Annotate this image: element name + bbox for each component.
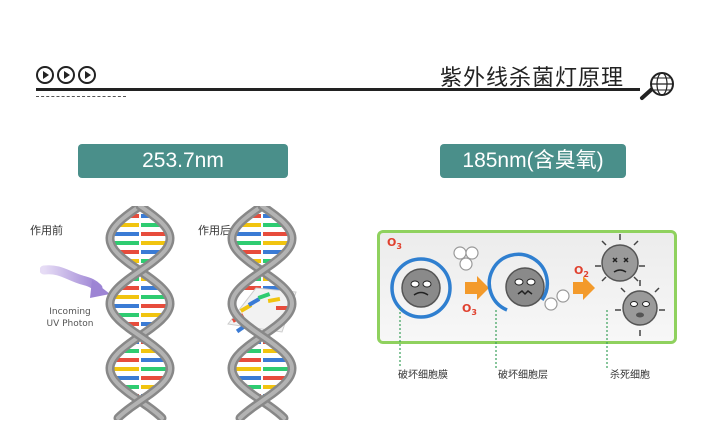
photon-label: Incoming UV Photon bbox=[46, 307, 94, 329]
dna-base-pair bbox=[110, 304, 139, 308]
dna-base-pair bbox=[141, 367, 170, 371]
dna-base-pair bbox=[114, 250, 139, 254]
after-label: 作用后 bbox=[198, 224, 231, 237]
caption-membrane: 破坏细胞膜 bbox=[398, 370, 448, 381]
page-title: 紫外线杀菌灯原理 bbox=[440, 66, 625, 91]
dna-base-pair bbox=[141, 241, 170, 245]
dna-base-pair bbox=[119, 385, 139, 389]
dna-base-pair bbox=[241, 385, 261, 389]
dna-base-pair bbox=[244, 349, 261, 353]
dna-base-pair bbox=[141, 286, 160, 290]
arrow-right-icon bbox=[36, 66, 54, 84]
dna-base-pair bbox=[122, 349, 139, 353]
dna-base-pair bbox=[141, 385, 161, 389]
wavelength-badge-185: 185nm(含臭氧) bbox=[440, 144, 626, 178]
dna-base-pair bbox=[111, 376, 139, 380]
dna-base-pair bbox=[233, 376, 261, 380]
dna-base-pair bbox=[263, 367, 292, 371]
arrow-right-icon bbox=[57, 66, 75, 84]
o3-label-top: O3 bbox=[387, 236, 402, 252]
dna-base-pair bbox=[263, 286, 282, 290]
dna-base-pair bbox=[128, 214, 139, 218]
dna-base-pair bbox=[120, 286, 139, 290]
magnifier-globe-icon bbox=[640, 72, 674, 100]
dna-base-pair bbox=[110, 367, 139, 371]
dna-base-pair bbox=[263, 385, 283, 389]
dna-base-pair bbox=[141, 349, 158, 353]
dna-base-pair bbox=[240, 223, 261, 227]
dna-base-pair bbox=[113, 358, 139, 362]
dna-base-pair bbox=[141, 313, 167, 317]
dna-base-pair bbox=[112, 295, 139, 299]
dna-base-pair bbox=[110, 241, 139, 245]
dna-backbone-highlight bbox=[107, 206, 173, 420]
dna-base-pair bbox=[263, 214, 274, 218]
dna-base-pair bbox=[111, 232, 139, 236]
dna-base-pair bbox=[232, 241, 261, 245]
dna-base-pair bbox=[141, 295, 168, 299]
dna-base-pair bbox=[141, 223, 162, 227]
before-label: 作用前 bbox=[30, 224, 63, 237]
dna-base-pair bbox=[263, 250, 288, 254]
dna-base-pair bbox=[242, 286, 261, 290]
caption-pointers bbox=[399, 308, 608, 368]
caption-kill: 杀死细胞 bbox=[610, 370, 650, 381]
dna-base-pair bbox=[250, 214, 261, 218]
dna-base-pair bbox=[141, 358, 167, 362]
dna-base-pair bbox=[113, 313, 139, 317]
dna-base-pair bbox=[141, 214, 152, 218]
dna-backbone-highlight bbox=[229, 206, 295, 420]
dna-base-pair bbox=[141, 376, 169, 380]
nav-arrows bbox=[36, 66, 96, 84]
dna-base-pair bbox=[141, 232, 169, 236]
dna-base-pair bbox=[263, 241, 292, 245]
dna-base-pair bbox=[141, 304, 170, 308]
arrow-right-icon bbox=[78, 66, 96, 84]
wavelength-badge-253: 253.7nm bbox=[78, 144, 288, 178]
dna-helix-before bbox=[105, 206, 175, 420]
dna-base-pair bbox=[236, 250, 261, 254]
dna-base-pair bbox=[118, 223, 139, 227]
header-dash-divider bbox=[36, 96, 126, 97]
dna-base-pair bbox=[263, 232, 291, 236]
dna-base-pair bbox=[263, 376, 291, 380]
dna-base-pair bbox=[263, 223, 284, 227]
dna-base-pair bbox=[232, 367, 261, 371]
dna-backbone-highlight bbox=[107, 206, 173, 420]
dna-base-pair bbox=[233, 232, 261, 236]
header-divider bbox=[36, 88, 640, 91]
o2-label: O2 bbox=[574, 264, 589, 280]
dna-helix-after bbox=[227, 206, 297, 420]
dna-base-pair bbox=[263, 358, 289, 362]
uv-photon-arrow-icon bbox=[40, 265, 110, 298]
cell-diagram bbox=[390, 234, 665, 336]
dna-base-pair bbox=[235, 358, 261, 362]
caption-layer: 破坏细胞层 bbox=[498, 370, 548, 381]
dna-base-pair bbox=[141, 250, 166, 254]
dna-backbone-highlight bbox=[229, 206, 295, 420]
dna-base-pair bbox=[263, 349, 280, 353]
o3-label-mid: O3 bbox=[462, 302, 477, 318]
